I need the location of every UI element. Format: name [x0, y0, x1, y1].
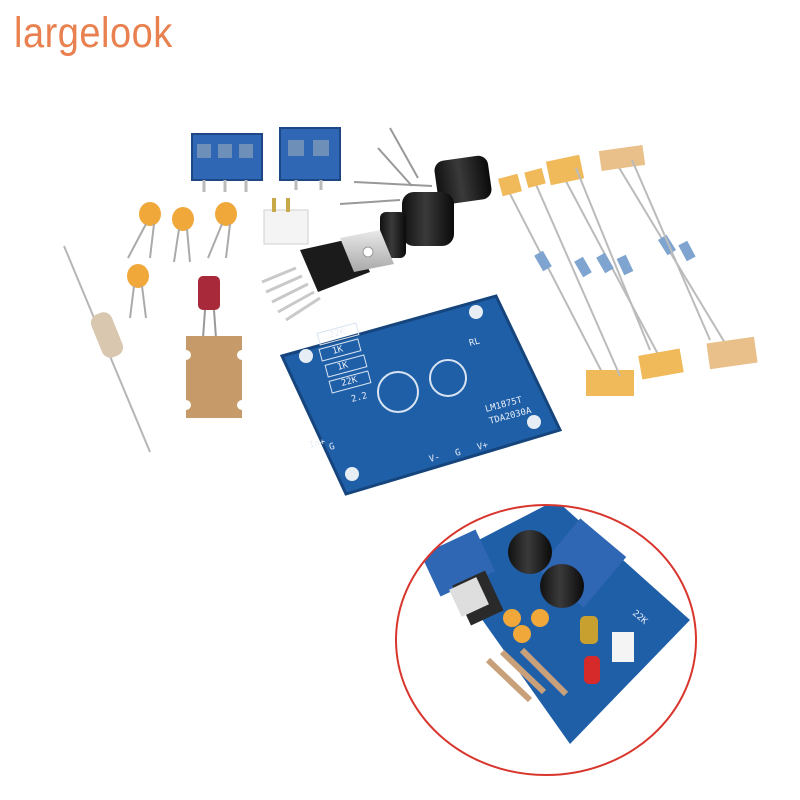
pcb-label-r5: 2.2 [350, 391, 368, 405]
pcb-label-r3: 1K [336, 360, 350, 373]
pcb-label-in: In+ [308, 437, 327, 451]
pcb-board [279, 294, 563, 496]
ceramic-capacitors [127, 202, 237, 319]
pcb-label-g: G [454, 448, 462, 459]
white-connector [263, 198, 309, 245]
pcb-label-vplus: V+ [476, 440, 490, 453]
pcb-label-r4: 22K [340, 375, 359, 389]
terminal-block-right [279, 127, 341, 190]
pcb-label-vminus: V- [428, 452, 441, 464]
heatsink-pad [186, 276, 242, 418]
pcb-label-rl: RL [468, 336, 481, 348]
power-resistor [63, 245, 151, 453]
pcb-label-r1: 22K [328, 327, 347, 341]
brand-watermark: largelook [14, 10, 173, 58]
pcb-label-g-in: G [328, 442, 336, 453]
resistor-strips [498, 145, 758, 396]
pcb-label-r2: 1K [331, 344, 345, 357]
terminal-block-left [191, 133, 263, 192]
assembled-board-inset: 22K [395, 504, 697, 776]
amplifier-chip [261, 230, 394, 322]
electrolytic-capacitors [339, 127, 492, 258]
